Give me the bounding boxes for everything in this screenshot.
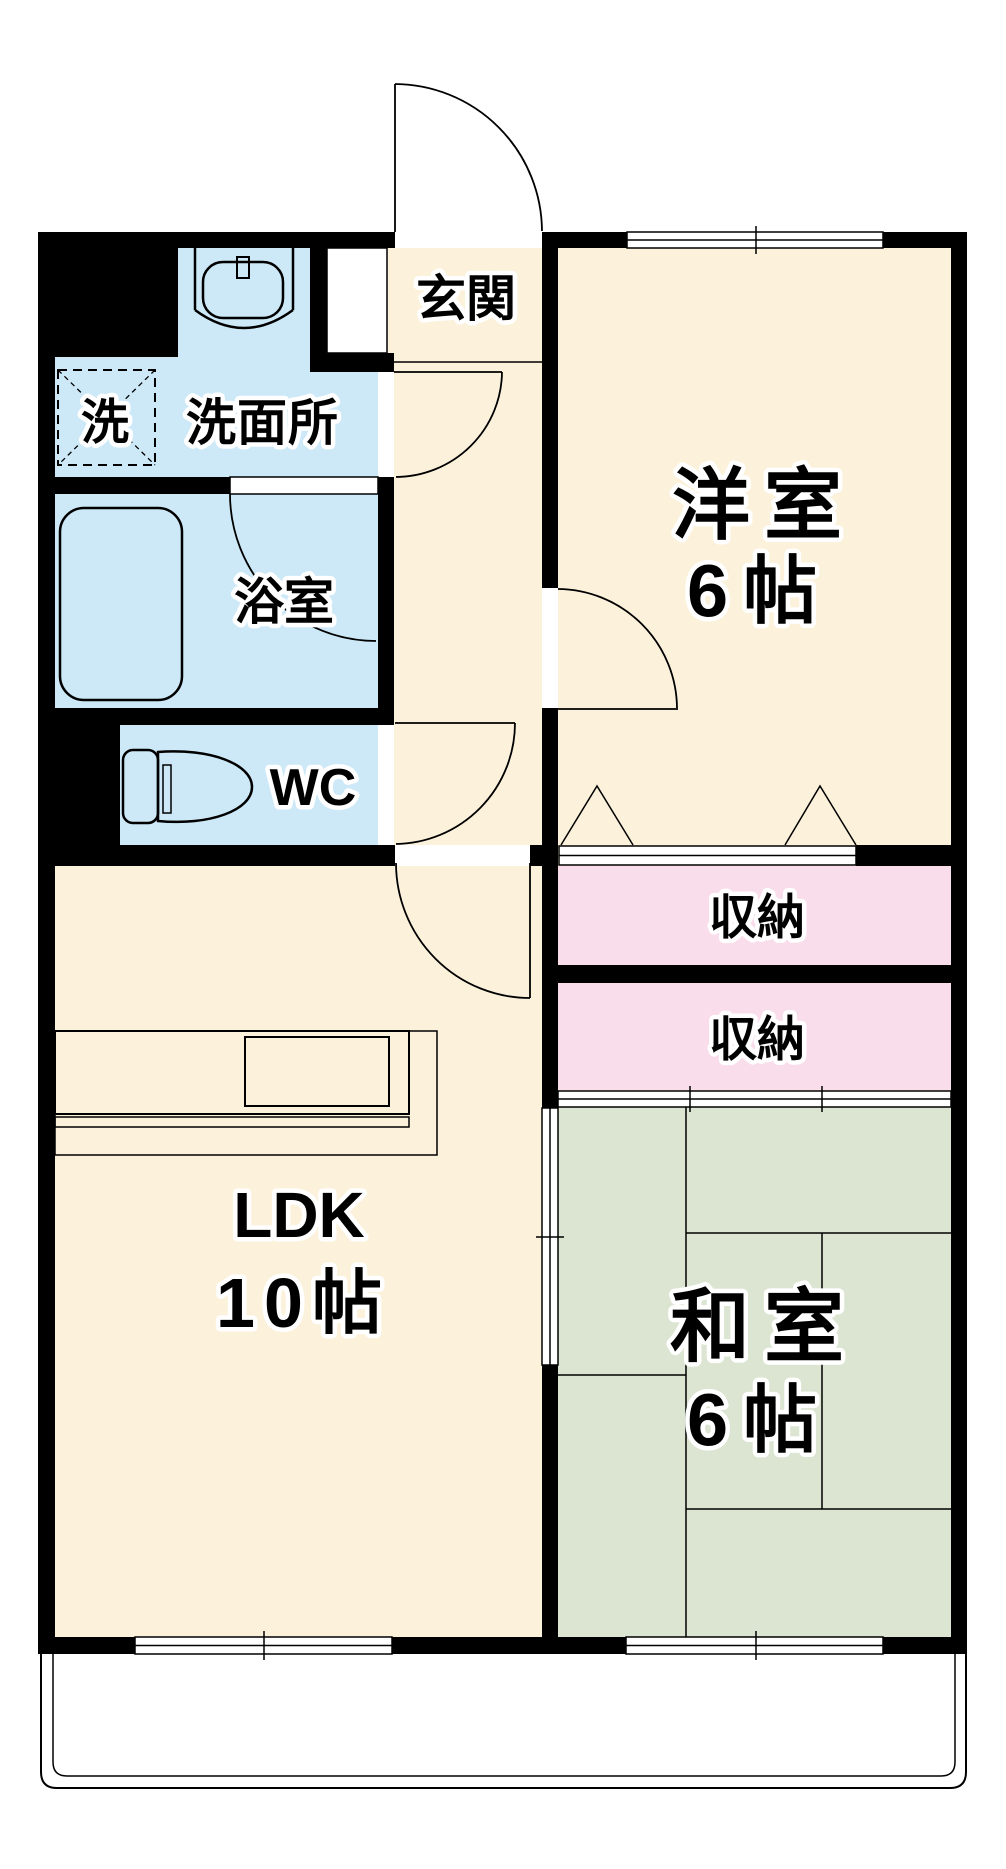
washing-machine-cross xyxy=(57,369,156,466)
wash-basin-icon xyxy=(193,248,295,330)
western-room-size: 6帖 xyxy=(687,550,817,633)
balcony-inner-rail xyxy=(52,1654,956,1777)
balcony-outer-rail xyxy=(40,1654,967,1789)
entrance-opening xyxy=(395,232,542,248)
wall-top xyxy=(542,232,627,248)
fold-mark-triangle xyxy=(560,784,634,846)
entrance-door-arc xyxy=(394,83,543,232)
toilet-bowl xyxy=(156,750,254,824)
bathroom-floor xyxy=(55,494,378,710)
wc-door-opening xyxy=(378,725,394,845)
wall-corridor-right xyxy=(542,232,558,588)
storage2-floor xyxy=(558,983,951,1090)
walls xyxy=(38,232,967,1654)
balcony xyxy=(40,1654,967,1789)
ldk-label: LDK xyxy=(233,1179,365,1251)
laundry-label: 洗 xyxy=(81,397,129,450)
wall-segment xyxy=(310,232,327,357)
wall-corridor-right xyxy=(542,708,558,1108)
bathtub-icon xyxy=(58,506,184,702)
toilet-icon xyxy=(121,748,254,825)
door-openings xyxy=(229,232,558,866)
kitchen-sink xyxy=(244,1036,390,1107)
kitchen-counter-top xyxy=(54,1030,410,1115)
wall-block-topleft xyxy=(55,232,178,357)
washroom-door-arc xyxy=(395,371,503,478)
toilet-label: WC xyxy=(270,759,357,817)
wall-ldk-top xyxy=(38,845,395,866)
wall-block-wc xyxy=(55,725,120,847)
basin-front-curve xyxy=(194,308,294,330)
washing-machine-icon xyxy=(57,369,156,466)
bathroom-door-arc xyxy=(229,493,377,642)
wall-bottom xyxy=(38,1637,135,1654)
washroom-label: 洗面所 xyxy=(186,395,338,451)
wall-right-outer xyxy=(951,232,967,1654)
storage2-label: 収納 xyxy=(709,1014,805,1067)
bathroom-door-opening xyxy=(229,476,379,495)
entrance-label: 玄関 xyxy=(416,271,516,327)
kitchen-counter-edge xyxy=(54,1116,410,1128)
storage1-label: 収納 xyxy=(709,892,805,945)
wall-bottom xyxy=(883,1637,967,1654)
wall-storage-divider xyxy=(542,965,951,983)
ldk-size: 10帖 xyxy=(216,1264,382,1342)
tatami-floor xyxy=(558,1107,951,1637)
sliding-doors xyxy=(536,845,952,1366)
bathtub xyxy=(58,506,184,702)
closet-fold-marks xyxy=(560,784,857,846)
western-room-door-opening xyxy=(542,588,558,708)
japanese-room-size: 6帖 xyxy=(687,1379,817,1462)
wall-top xyxy=(883,232,951,248)
ldk-door-opening xyxy=(395,845,530,866)
wall-corridor-left xyxy=(378,477,394,725)
washing-machine-outline xyxy=(57,369,156,466)
wall-bathroom-wc xyxy=(38,708,394,725)
wc-door-arc xyxy=(395,722,516,845)
bathroom-label: 浴室 xyxy=(234,574,334,630)
swing-doors xyxy=(229,83,678,999)
wall-ldk-washitsu xyxy=(542,1365,558,1637)
wall-closet-top xyxy=(856,845,951,866)
washroom-door-opening xyxy=(378,372,394,477)
wall-left-outer xyxy=(38,232,55,1654)
windows xyxy=(134,226,884,1660)
ldk-door-arc xyxy=(395,862,531,999)
basin-faucet xyxy=(236,256,250,279)
basin-bowl xyxy=(201,260,285,320)
wall-segment xyxy=(310,353,394,372)
kitchen-counter xyxy=(54,1030,438,1156)
fold-mark-triangle xyxy=(784,784,857,846)
western-room-door-arc xyxy=(557,588,678,709)
toilet-lever xyxy=(162,764,172,814)
wall-bottom xyxy=(392,1637,626,1654)
tatami-lines xyxy=(558,1107,951,1637)
shoe-cabinet xyxy=(326,247,388,354)
storage1-floor xyxy=(558,866,951,965)
wall-washroom-bathroom xyxy=(55,477,230,494)
